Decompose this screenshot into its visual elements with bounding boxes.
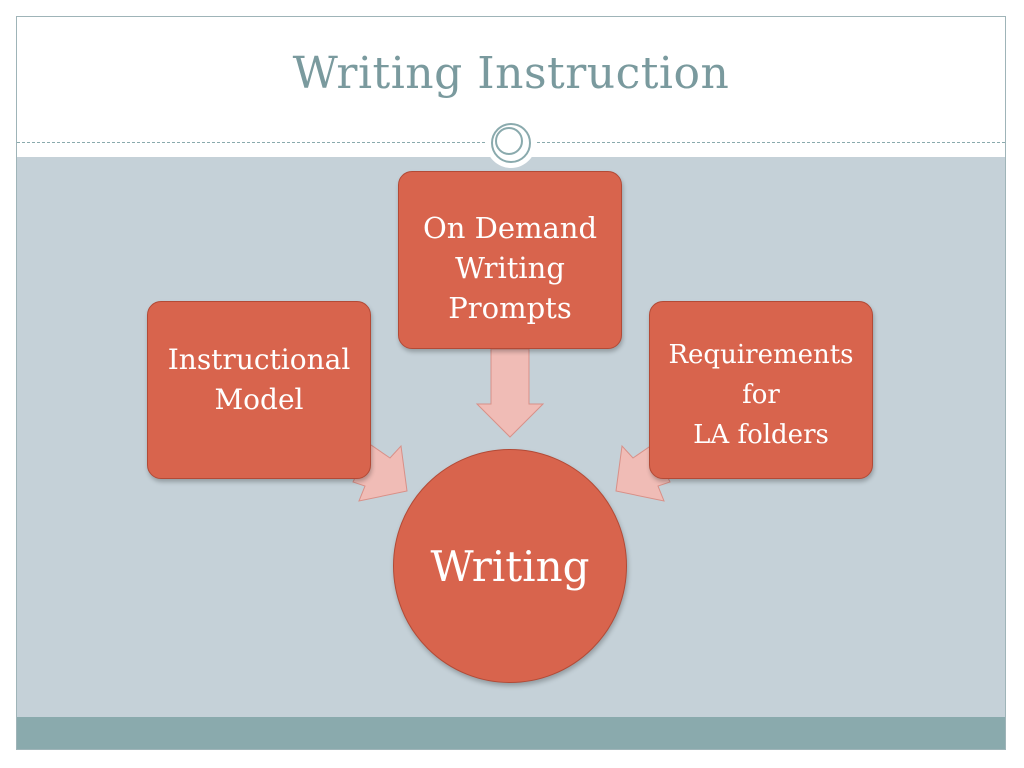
node-label: On Demand Writing Prompts	[422, 211, 598, 325]
node-label: Requirements for LA folders	[668, 340, 854, 450]
slide-title: Writing Instruction	[292, 48, 730, 99]
node-requirements-la-folders: Requirements for LA folders	[649, 301, 873, 479]
node-on-demand-writing-prompts: On Demand Writing Prompts	[398, 171, 622, 349]
node-label: Instructional Model	[167, 343, 351, 416]
ornament-outer-ring	[491, 123, 531, 163]
node-instructional-model: Instructional Model	[147, 301, 371, 479]
ornament-inner-ring	[495, 127, 523, 155]
footer-bar	[17, 717, 1005, 749]
center-node-writing: Writing	[393, 449, 627, 683]
center-label: Writing	[430, 542, 590, 591]
circle-ornament-icon	[486, 118, 536, 168]
